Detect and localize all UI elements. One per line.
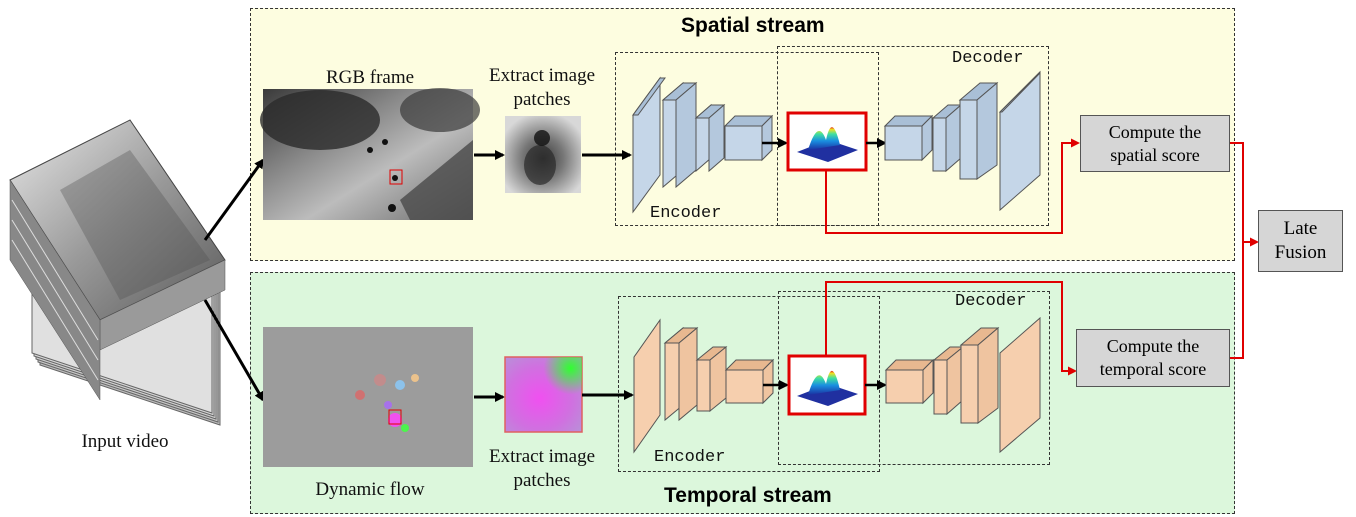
spatial-decoder-group: [777, 46, 1049, 226]
late-fusion-box: Late Fusion: [1258, 210, 1343, 272]
spatial-decoder-blocks: [883, 70, 1041, 212]
late-fusion-line2: Fusion: [1274, 242, 1327, 263]
spatial-encoder-blocks: [632, 76, 774, 214]
spatial-patch-label-line2: patches: [513, 89, 571, 110]
input-video-label: Input video: [81, 431, 169, 452]
temporal-score-box: Compute the temporal score: [1076, 329, 1230, 387]
input-video-stack: [9, 119, 226, 426]
spatial-decoder-label: Decoder: [952, 49, 1024, 68]
late-fusion-line1: Late: [1283, 218, 1318, 239]
temporal-decoder-blocks: [884, 316, 1041, 454]
temporal-latent-peak: [787, 354, 867, 416]
dynamic-flow-label: Dynamic flow: [315, 479, 425, 500]
spatial-patch-image: [505, 116, 581, 193]
dynamic-flow-image: [263, 327, 473, 467]
temporal-encoder-blocks: [633, 318, 775, 454]
rgb-frame-label: RGB frame: [325, 67, 415, 88]
spatial-score-line2: spatial score: [1110, 144, 1200, 165]
temporal-patch-label: Extract image patches: [472, 445, 612, 493]
temporal-decoder-label: Decoder: [955, 292, 1027, 311]
temporal-patch-label-line2: patches: [513, 470, 571, 491]
temporal-patch-label-line1: Extract image: [488, 446, 596, 467]
temporal-score-line1: Compute the: [1106, 336, 1200, 356]
spatial-score-box: Compute the spatial score: [1080, 115, 1230, 172]
temporal-encoder-label: Encoder: [654, 448, 726, 467]
spatial-encoder-label: Encoder: [650, 204, 722, 223]
temporal-score-line2: temporal score: [1099, 359, 1207, 379]
spatial-patch-label: Extract image patches: [472, 64, 612, 112]
temporal-patch-image: [504, 356, 583, 433]
spatial-latent-peak: [786, 111, 868, 172]
temporal-stream-title: Temporal stream: [664, 484, 832, 507]
score-connectors: [825, 138, 1259, 376]
spatial-patch-label-line1: Extract image: [488, 65, 596, 86]
spatial-score-line1: Compute the: [1108, 121, 1202, 142]
rgb-frame-image: [260, 88, 480, 220]
spatial-stream-title: Spatial stream: [681, 14, 825, 37]
temporal-decoder-group: [778, 291, 1050, 465]
